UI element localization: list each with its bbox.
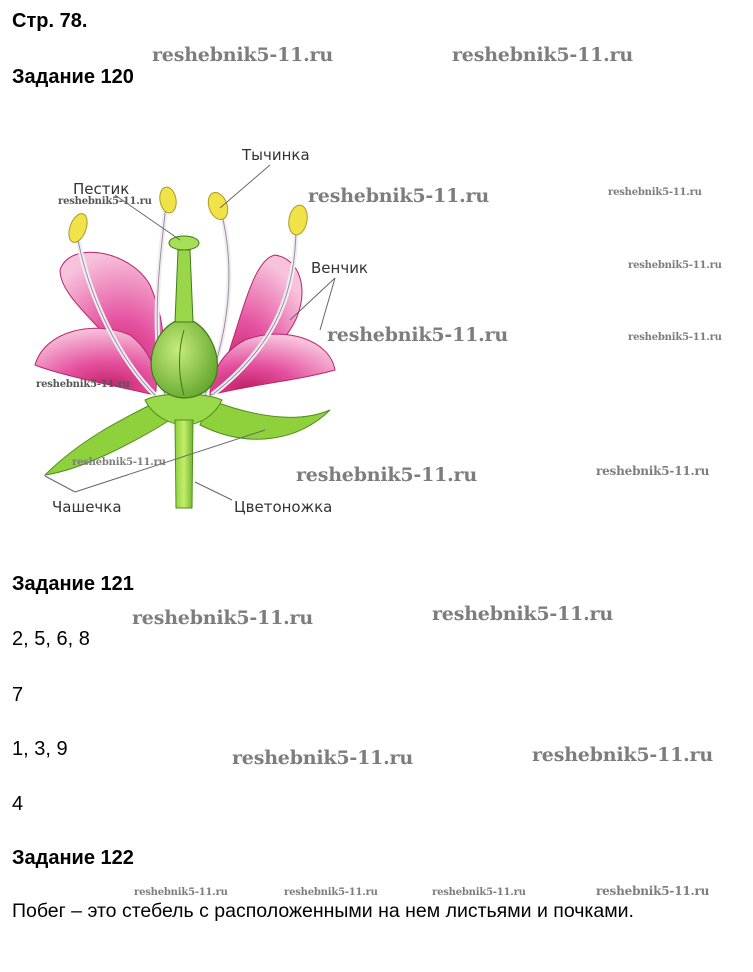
- watermark: reshebnik5-11.ru: [608, 187, 702, 198]
- watermark: reshebnik5-11.ru: [596, 464, 710, 478]
- label-stamen: Тычинка: [241, 146, 310, 164]
- petal-front-right: [209, 333, 336, 396]
- answer-1: 2, 5, 6, 8: [12, 628, 90, 650]
- task-120-title: Задание 120: [12, 66, 134, 88]
- watermark: reshebnik5-11.ru: [134, 887, 228, 898]
- watermark: reshebnik5-11.ru: [596, 884, 710, 898]
- watermark: reshebnik5-11.ru: [58, 196, 152, 207]
- label-calyx: Чашечка: [52, 498, 122, 516]
- filament-4-edge: [211, 229, 297, 396]
- watermark: reshebnik5-11.ru: [532, 744, 713, 766]
- sepal-left: [43, 399, 171, 476]
- filament-1-edge: [77, 239, 156, 396]
- task-122-text: Побег – это стебель с расположенными на …: [12, 900, 634, 922]
- petal-front-left: [34, 327, 157, 396]
- watermark: reshebnik5-11.ru: [327, 324, 508, 346]
- watermark: reshebnik5-11.ru: [132, 607, 313, 629]
- label-pistil: Пестик: [73, 180, 129, 198]
- watermark: reshebnik5-11.ru: [432, 887, 526, 898]
- page-header: Стр. 78.: [12, 10, 88, 32]
- leader-lines: [44, 164, 336, 501]
- task-122-title: Задание 122: [12, 847, 134, 869]
- watermark: reshebnik5-11.ru: [628, 332, 722, 343]
- flower-diagram: Тычинка Пестик Венчик Чашечка Цветоножка: [34, 146, 368, 516]
- answer-3: 1, 3, 9: [12, 738, 68, 760]
- anther-3: [207, 191, 229, 221]
- watermark: reshebnik5-11.ru: [296, 464, 477, 486]
- anther-2: [159, 186, 177, 214]
- pistil-style: [174, 249, 194, 323]
- watermark: reshebnik5-11.ru: [628, 260, 722, 271]
- anther-1: [68, 213, 88, 243]
- watermark: reshebnik5-11.ru: [284, 887, 378, 898]
- watermark: reshebnik5-11.ru: [308, 185, 489, 207]
- pistil-ovary-line: [179, 329, 185, 396]
- task-121-title: Задание 121: [12, 573, 134, 595]
- pistil-ovary: [150, 317, 219, 399]
- sepal-right: [199, 399, 331, 440]
- label-pedicel: Цветоножка: [234, 498, 332, 516]
- watermark: reshebnik5-11.ru: [452, 44, 633, 66]
- answer-2: 7: [12, 684, 24, 706]
- pistil-stigma: [168, 235, 200, 251]
- watermark: reshebnik5-11.ru: [152, 44, 333, 66]
- watermark: reshebnik5-11.ru: [72, 457, 166, 468]
- watermark: reshebnik5-11.ru: [232, 747, 413, 769]
- watermark: reshebnik5-11.ru: [36, 379, 130, 390]
- anther-4: [288, 204, 308, 236]
- label-corolla: Венчик: [311, 259, 368, 277]
- answer-4: 4: [12, 793, 24, 815]
- watermark: reshebnik5-11.ru: [432, 603, 613, 625]
- stem: [174, 419, 194, 509]
